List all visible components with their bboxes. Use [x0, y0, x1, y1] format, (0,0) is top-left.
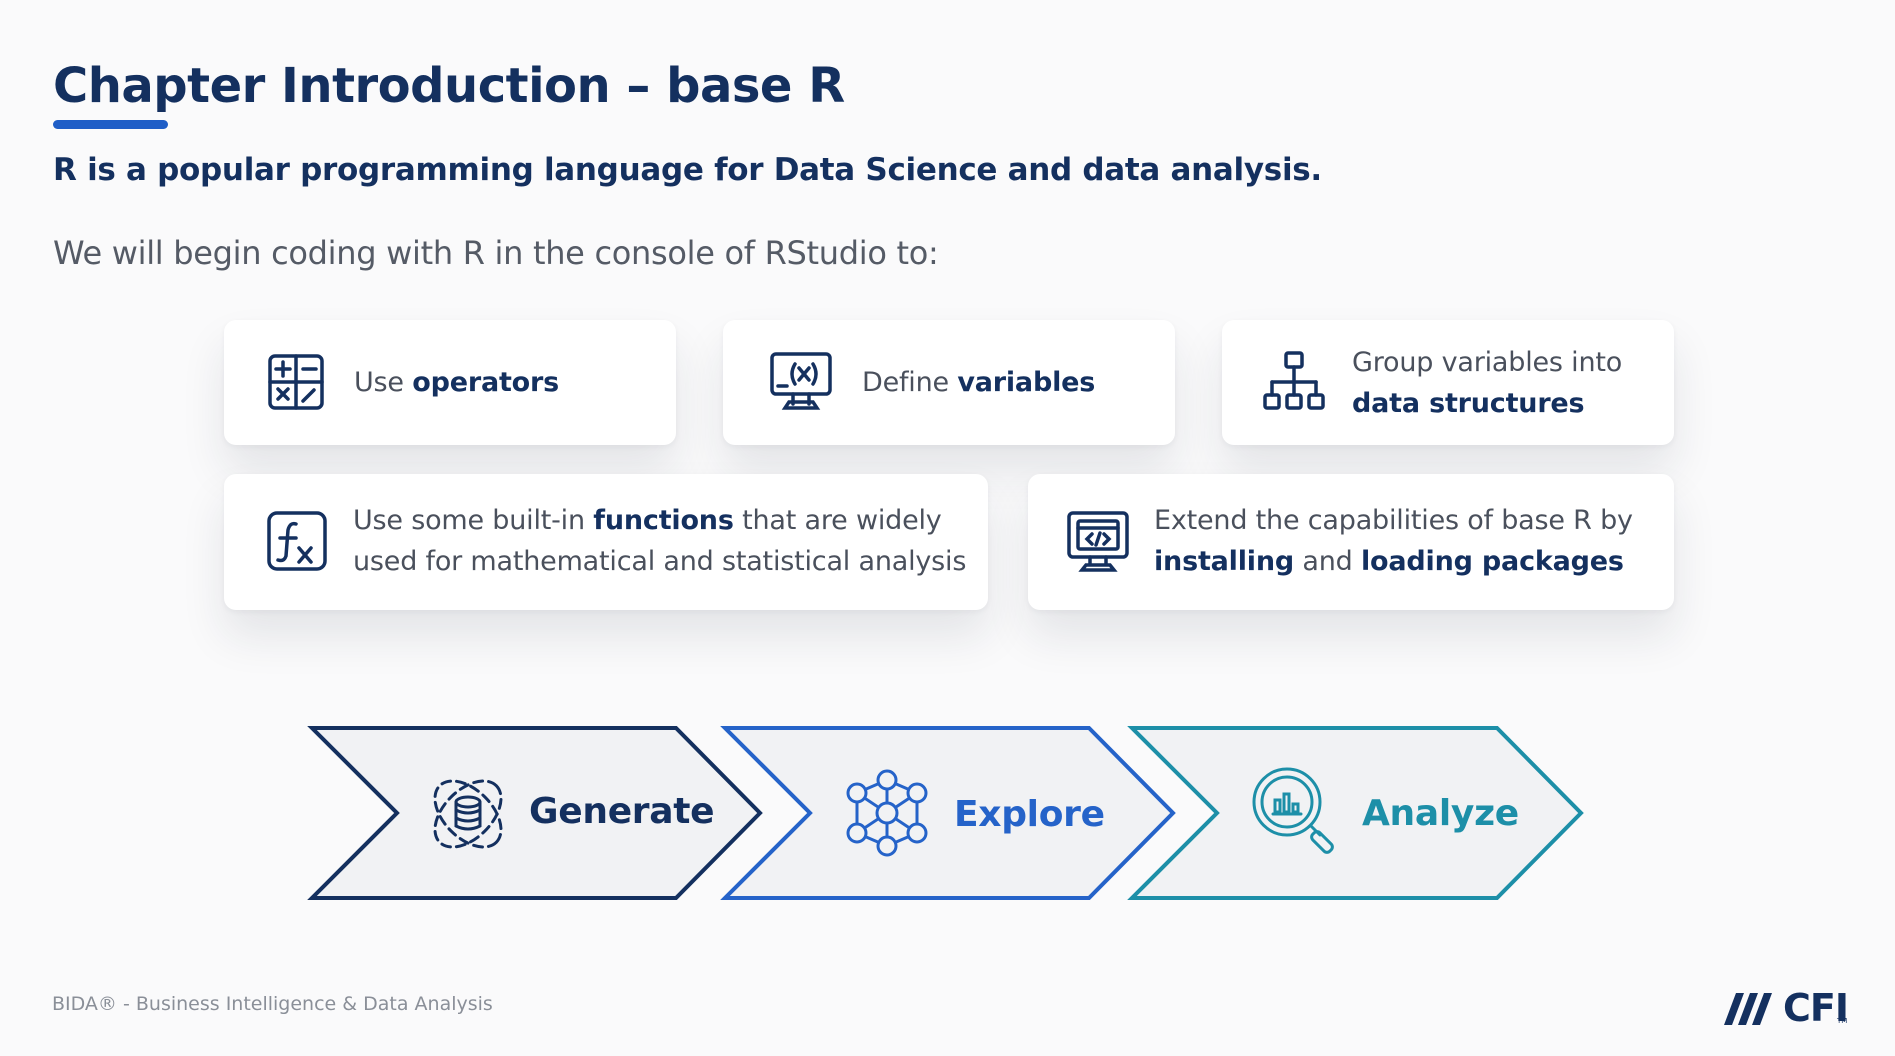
- card-variables: Define variables: [723, 320, 1175, 445]
- subtitle: R is a popular programming language for …: [53, 152, 1322, 188]
- card-packages-text: Extend the capabilities of base R by ins…: [1154, 505, 1633, 577]
- page-title: Chapter Introduction – base R: [53, 58, 845, 114]
- step-analyze-label: Analyze: [1362, 793, 1519, 834]
- card-variables-text: Define variables: [862, 367, 1096, 398]
- database-orbit-icon: [433, 779, 503, 849]
- variable-monitor-icon: [770, 352, 832, 410]
- calculator-icon: [268, 354, 324, 410]
- title-underline: [53, 120, 168, 129]
- card-packages: Extend the capabilities of base R by ins…: [1028, 474, 1674, 610]
- card-functions: Use some built-in functions that are wid…: [224, 474, 988, 610]
- card-operators: Use operators: [224, 320, 676, 445]
- card-data-structures: Group variables into data structures: [1222, 320, 1674, 445]
- cfi-logo-icon: [1724, 993, 1772, 1025]
- card-operators-text: Use operators: [354, 367, 560, 398]
- card-data-structures-text: Group variables into data structures: [1352, 347, 1623, 419]
- network-icon: [846, 769, 928, 857]
- step-explore-label: Explore: [954, 794, 1105, 835]
- code-monitor-icon: [1067, 511, 1129, 572]
- card-functions-text: Use some built-in functions that are wid…: [353, 505, 967, 577]
- cfi-logo-trademark: TM: [1837, 1017, 1848, 1025]
- step-generate-label: Generate: [529, 791, 715, 832]
- function-icon: [267, 511, 327, 571]
- cfi-logo-text: CFI: [1783, 986, 1849, 1030]
- hierarchy-icon: [1263, 351, 1325, 410]
- magnifier-chart-icon: [1252, 767, 1334, 854]
- chevron-explore: [720, 726, 1176, 900]
- intro-text: We will begin coding with R in the conso…: [53, 234, 939, 272]
- footer-text: BIDA® - Business Intelligence & Data Ana…: [52, 993, 493, 1015]
